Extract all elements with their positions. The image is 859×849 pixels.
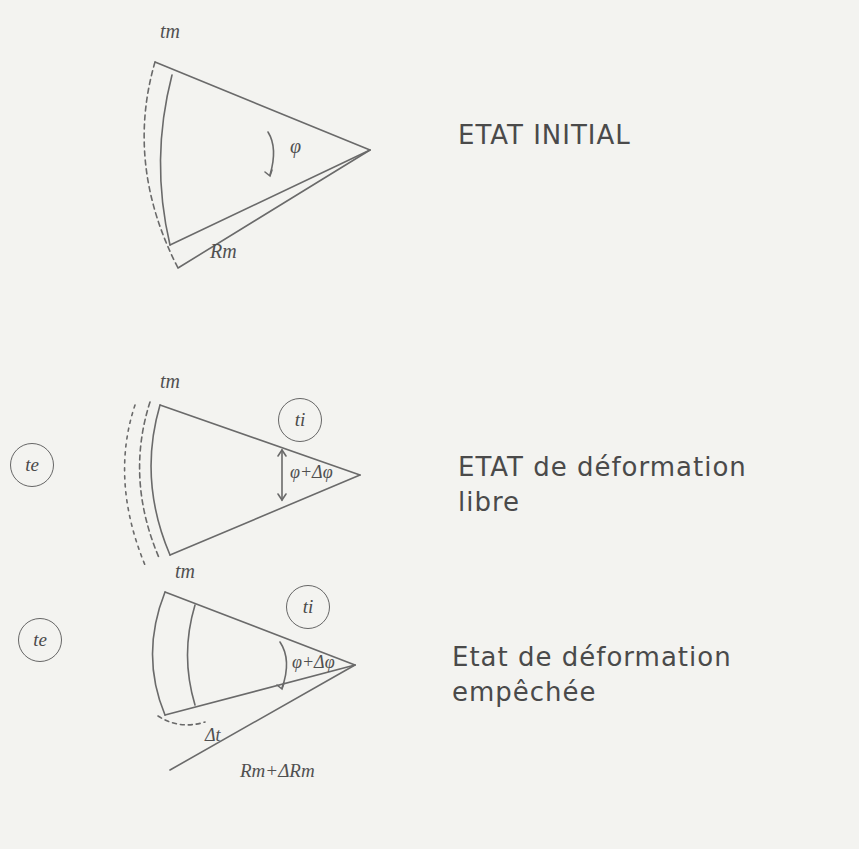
dimension-label: Δt	[205, 725, 221, 746]
dimension-label: φ	[290, 135, 301, 158]
dimension-label: φ+Δφ	[290, 462, 333, 483]
dimension-label: tm	[175, 560, 195, 583]
circled-label: ti	[286, 585, 330, 629]
circled-label: te	[18, 618, 62, 662]
dimension-label: tm	[160, 370, 180, 393]
dimension-label: Rm	[210, 240, 237, 263]
dimension-label: φ+Δφ	[292, 652, 335, 673]
circled-label: te	[10, 443, 54, 487]
temperature-label: te	[25, 454, 39, 476]
state-caption: ETAT INITIAL	[458, 118, 758, 153]
dimension-label: tm	[160, 20, 180, 43]
state-caption: Etat de déformation empêchée	[452, 640, 762, 710]
circled-label: ti	[278, 398, 322, 442]
state-caption: ETAT de déformation libre	[458, 450, 768, 520]
temperature-label: te	[33, 629, 47, 651]
temperature-label: ti	[303, 596, 314, 618]
dimension-label: Rm+ΔRm	[240, 760, 315, 782]
temperature-label: ti	[295, 409, 306, 431]
